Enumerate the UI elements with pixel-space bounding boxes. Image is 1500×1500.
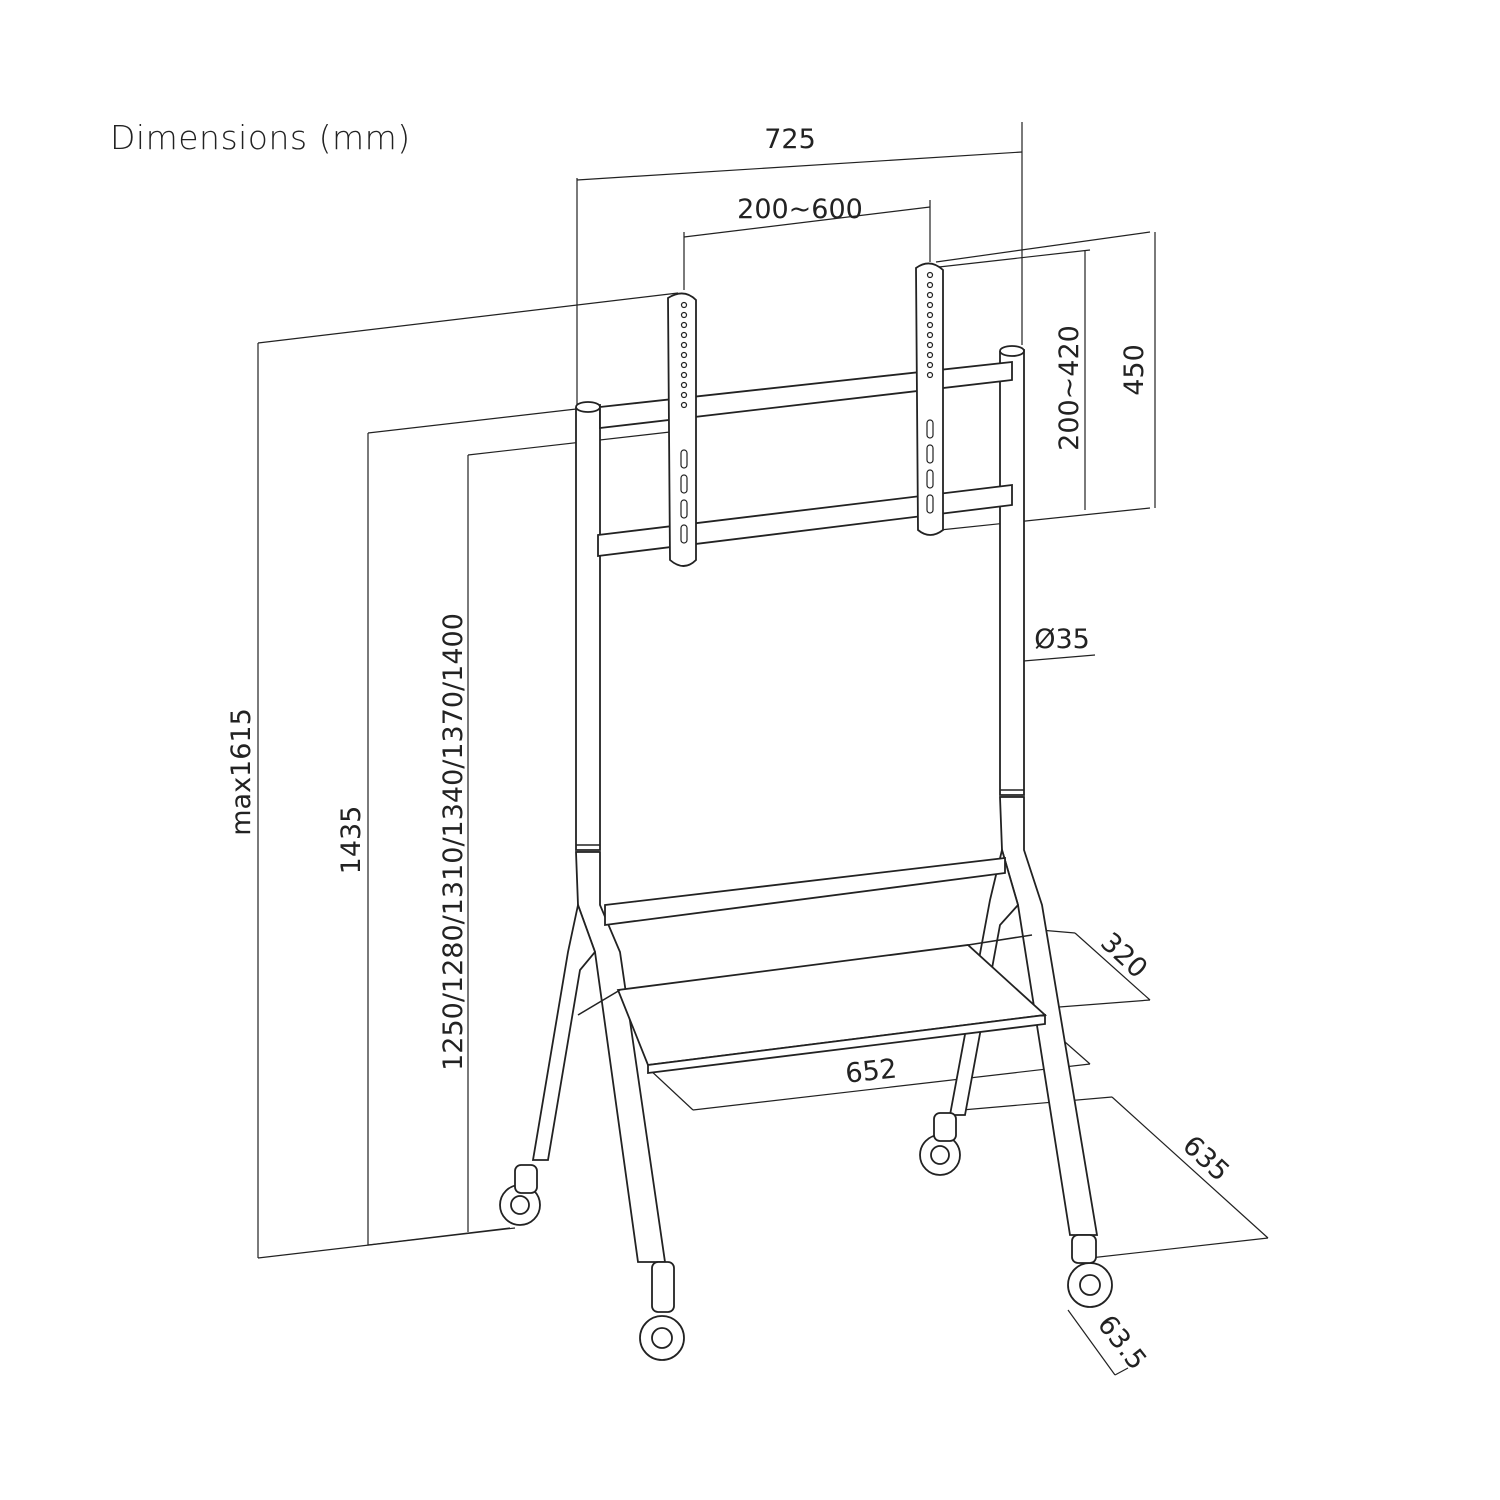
stand-frame [531,345,1099,1263]
caster-wheels [499,1112,1113,1361]
dim-base-depth: 635 [1176,1130,1235,1188]
dim-bracket-height: 450 [1119,344,1150,396]
caster-front-left [499,1164,541,1226]
dim-shelf-depth: 320 [1094,927,1153,985]
dim-max-height: max1615 [226,708,257,836]
dim-height-1435: 1435 [336,806,367,875]
caster-rear-left [639,1261,685,1361]
vesa-brackets [667,262,944,567]
dim-pole-diameter: Ø35 [1034,624,1090,655]
dim-caster-diameter: 63.5 [1091,1310,1152,1376]
bracket-holes [680,271,934,544]
dim-vesa-vertical: 200~420 [1054,325,1085,451]
dim-height-options: 1250/1280/1310/1340/1370/1400 [438,613,469,1071]
dim-overall-width: 725 [764,124,816,155]
diagram-title: Dimensions (mm) [110,118,411,157]
caster-rear-right [1067,1234,1113,1308]
dimension-lines [257,122,1269,1376]
caster-front-right [919,1112,961,1176]
dim-vesa-horizontal: 200~600 [737,194,863,225]
dim-shelf-width: 652 [844,1053,899,1089]
